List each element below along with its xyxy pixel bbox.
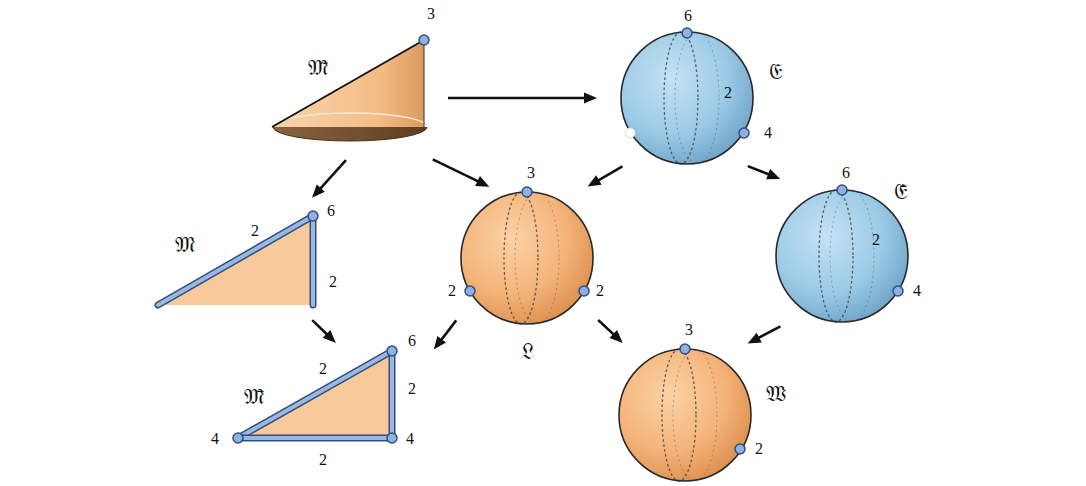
cone-order-number: 6 [327,203,335,219]
orbifold-figure: 𝔏 [458,188,596,368]
map-arrow [448,93,597,104]
figure-shape [615,345,790,484]
map-arrow [434,320,456,349]
space-name: 𝔈 [769,61,782,83]
map-arrow [588,166,623,186]
cone-order-number: 2 [408,381,416,397]
space-name: 𝔏 [521,341,534,363]
figure-shape [600,30,800,165]
space-name: 𝔐̄ [244,386,264,408]
cone-order-number: 4 [913,283,921,299]
cone-order-number: 2 [755,441,763,457]
map-arrow [433,159,489,186]
cone-order-number: 2 [251,223,259,239]
cone-order-number: 4 [211,431,219,447]
orbifold-figure: 𝔈 [600,30,800,165]
map-arrow [598,320,623,343]
cone-order-number: 6 [684,8,692,24]
cone-order-number: 3 [427,6,435,22]
map-arrow [312,160,346,198]
space-name: 𝔐 [175,234,195,256]
orbifold-figure: 𝔐 [150,200,335,318]
cone-order-number: 3 [527,165,535,181]
cone-order-number: 2 [329,274,337,290]
cone-order-number: 6 [842,165,850,181]
cone-order-number: 4 [406,431,414,447]
cone-order-number: 4 [764,125,772,141]
figure-shape [770,180,915,325]
cone-order-number: 2 [319,361,327,377]
map-arrow [312,320,336,343]
orbifold-figure: 𝔚 [615,345,790,484]
figure-shape [150,200,335,318]
map-arrow [748,326,781,343]
cone-order-number: 3 [685,322,693,338]
cone-order-number: 2 [724,85,732,101]
cone-order-number: 6 [408,333,416,349]
orbifold-figure: 𝔐̃ [265,30,445,158]
figure-shape [265,30,445,158]
cone-order-number: 2 [596,283,604,299]
orbifold-figure: 𝔈̄ [770,180,915,325]
space-name: 𝔐̃ [308,57,328,79]
map-arrow [748,166,780,179]
space-name: 𝔈̄ [894,181,907,203]
orbifold-figure: 𝔐̄ [230,345,432,445]
cone-order-number: 2 [872,232,880,248]
cone-order-number: 2 [448,283,456,299]
space-name: 𝔚 [766,383,786,405]
cone-order-number: 2 [319,452,327,468]
